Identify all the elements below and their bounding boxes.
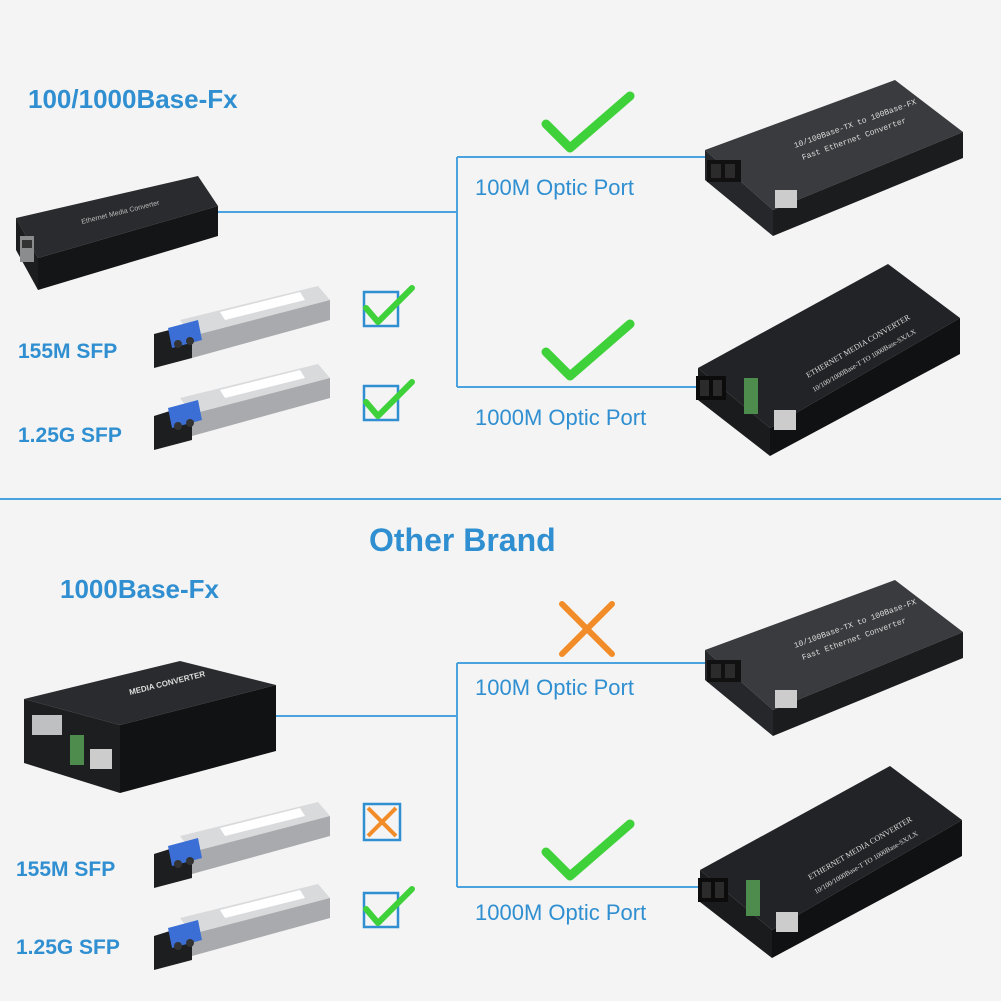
top-port-1000-label: 1000M Optic Port <box>475 405 647 430</box>
bottom-fast-converter-device: 10/100Base-TX to 100Base-FX Fast Etherne… <box>695 540 970 740</box>
top-sfp-155-label: 155M SFP <box>18 340 118 363</box>
bottom-sfp-125-module <box>150 878 335 973</box>
bottom-port-100-cross-icon <box>556 598 618 660</box>
bottom-port-1000-check-icon <box>538 818 638 884</box>
bottom-sfp-155-cross-box <box>358 798 410 846</box>
top-sfp-125-module <box>150 358 335 453</box>
bottom-sfp-125-check-box <box>358 885 418 933</box>
bottom-sfp-155-module <box>150 796 335 891</box>
bottom-source-device: MEDIA CONVERTER <box>20 655 280 795</box>
section-divider <box>0 498 1001 500</box>
top-sfp-125-check-box <box>358 378 418 426</box>
bottom-port-1000-label: 1000M Optic Port <box>475 900 647 925</box>
top-fast-converter-device: 10/100Base-TX to 100Base-FX Fast Etherne… <box>695 40 970 240</box>
top-sfp-155-check-box <box>358 284 418 332</box>
top-gig-converter-device: ETHERNET MEDIA CONVERTER 10/100/1000Base… <box>688 258 968 458</box>
bottom-gig-converter-device: ETHERNET MEDIA CONVERTER 10/100/1000Base… <box>690 760 970 960</box>
top-port-1000-check-icon <box>538 318 638 384</box>
top-sfp-125-label: 1.25G SFP <box>18 424 122 447</box>
bottom-sfp-125-label: 1.25G SFP <box>16 936 120 959</box>
bottom-source-label: 1000Base-Fx <box>60 574 219 604</box>
top-sfp-155-module <box>150 280 335 370</box>
top-port-100-check-icon <box>538 90 638 156</box>
top-source-label: 100/1000Base-Fx <box>28 84 238 114</box>
bottom-sfp-155-label: 155M SFP <box>16 858 116 881</box>
top-port-100-label: 100M Optic Port <box>475 175 634 200</box>
top-source-device: Ethernet Media Converter <box>12 158 222 308</box>
bottom-section-title: Other Brand <box>369 522 556 558</box>
bottom-port-100-label: 100M Optic Port <box>475 675 634 700</box>
